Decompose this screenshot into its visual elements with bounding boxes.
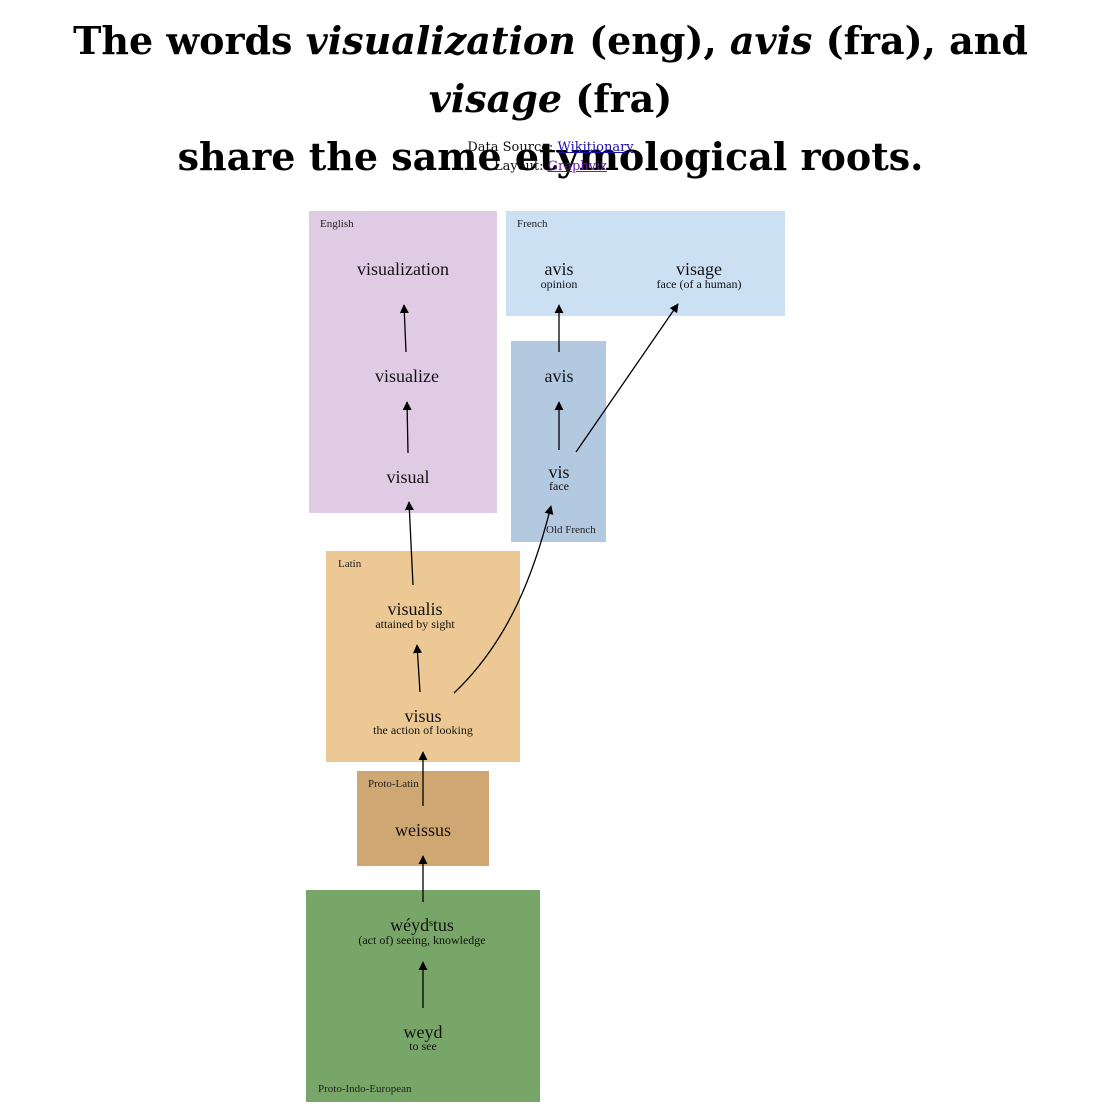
- svg-text:face: face: [549, 479, 569, 493]
- wikitionary-link[interactable]: Wikitionary: [557, 140, 634, 155]
- cluster-label-french: French: [517, 218, 548, 230]
- edge-vis-to-visage: [575, 303, 679, 453]
- node-visualize: visualize: [375, 366, 439, 386]
- node-weyd: weyd to see: [404, 1022, 443, 1053]
- svg-text:visual: visual: [387, 467, 430, 487]
- node-weissus: weissus: [395, 820, 451, 840]
- cluster-label-proto-indo-european: Proto-Indo-European: [318, 1083, 412, 1095]
- svg-text:the action of looking: the action of looking: [373, 723, 473, 737]
- graphviz-link[interactable]: Graphviz: [547, 159, 608, 174]
- svg-text:visualis: visualis: [387, 599, 442, 619]
- node-visualis: visualis attained by sight: [375, 599, 455, 631]
- svg-text:vis: vis: [548, 462, 569, 482]
- svg-text:visualize: visualize: [375, 366, 439, 386]
- cluster-latin: [326, 551, 520, 762]
- svg-text:visage: visage: [676, 259, 722, 279]
- svg-text:to see: to see: [409, 1039, 437, 1053]
- node-weydstus: wéydˢtus (act of) seeing, knowledge: [358, 915, 485, 947]
- edge-visualize-to-visualization: [399, 304, 409, 353]
- title-line-2: share the same etymological roots.: [177, 134, 924, 179]
- svg-text:avis: avis: [545, 259, 574, 279]
- svg-text:wéydˢtus: wéydˢtus: [390, 915, 454, 935]
- svg-text:weissus: weissus: [395, 820, 451, 840]
- cluster-label-english: English: [320, 218, 354, 230]
- svg-text:avis: avis: [545, 366, 574, 386]
- node-visage: visage face (of a human): [657, 259, 742, 291]
- cluster-label-old-french: Old French: [546, 524, 596, 536]
- node-visualization: visualization: [357, 259, 449, 279]
- node-vis: vis face: [548, 462, 569, 493]
- node-avis-french: avis opinion: [541, 259, 578, 291]
- node-visus: visus the action of looking: [373, 706, 473, 737]
- word-visage: visage: [428, 76, 563, 121]
- page-title: The words visualization (eng), avis (fra…: [0, 12, 1101, 186]
- svg-text:attained by sight: attained by sight: [375, 617, 455, 631]
- node-visual: visual: [387, 467, 430, 487]
- cluster-french: [506, 211, 785, 316]
- cluster-label-latin: Latin: [338, 558, 362, 570]
- svg-text:visualization: visualization: [357, 259, 449, 279]
- node-avis-old-french: avis: [545, 366, 574, 386]
- layout-line: Layout: Graphviz: [493, 159, 608, 174]
- edge-visualis-to-visual: [404, 501, 414, 586]
- cluster-label-proto-latin: Proto-Latin: [368, 778, 419, 790]
- credits: Data Source: Wikitionary Layout: Graphvi…: [0, 138, 1101, 176]
- svg-text:weyd: weyd: [404, 1022, 443, 1042]
- title-line-1: The words visualization (eng), avis (fra…: [73, 18, 1028, 121]
- word-visualization: visualization: [305, 18, 576, 63]
- svg-text:opinion: opinion: [541, 277, 578, 291]
- svg-text:visus: visus: [404, 706, 441, 726]
- edge-visus-to-visualis: [413, 644, 423, 693]
- cluster-english: [309, 211, 497, 513]
- edge-visus-to-vis: [453, 505, 554, 694]
- svg-text:face (of a human): face (of a human): [657, 277, 742, 291]
- data-source-line: Data Source: Wikitionary: [467, 140, 634, 155]
- edge-visual-to-visualize: [402, 401, 412, 454]
- svg-text:(act of) seeing, knowledge: (act of) seeing, knowledge: [358, 933, 485, 947]
- word-avis: avis: [729, 18, 813, 63]
